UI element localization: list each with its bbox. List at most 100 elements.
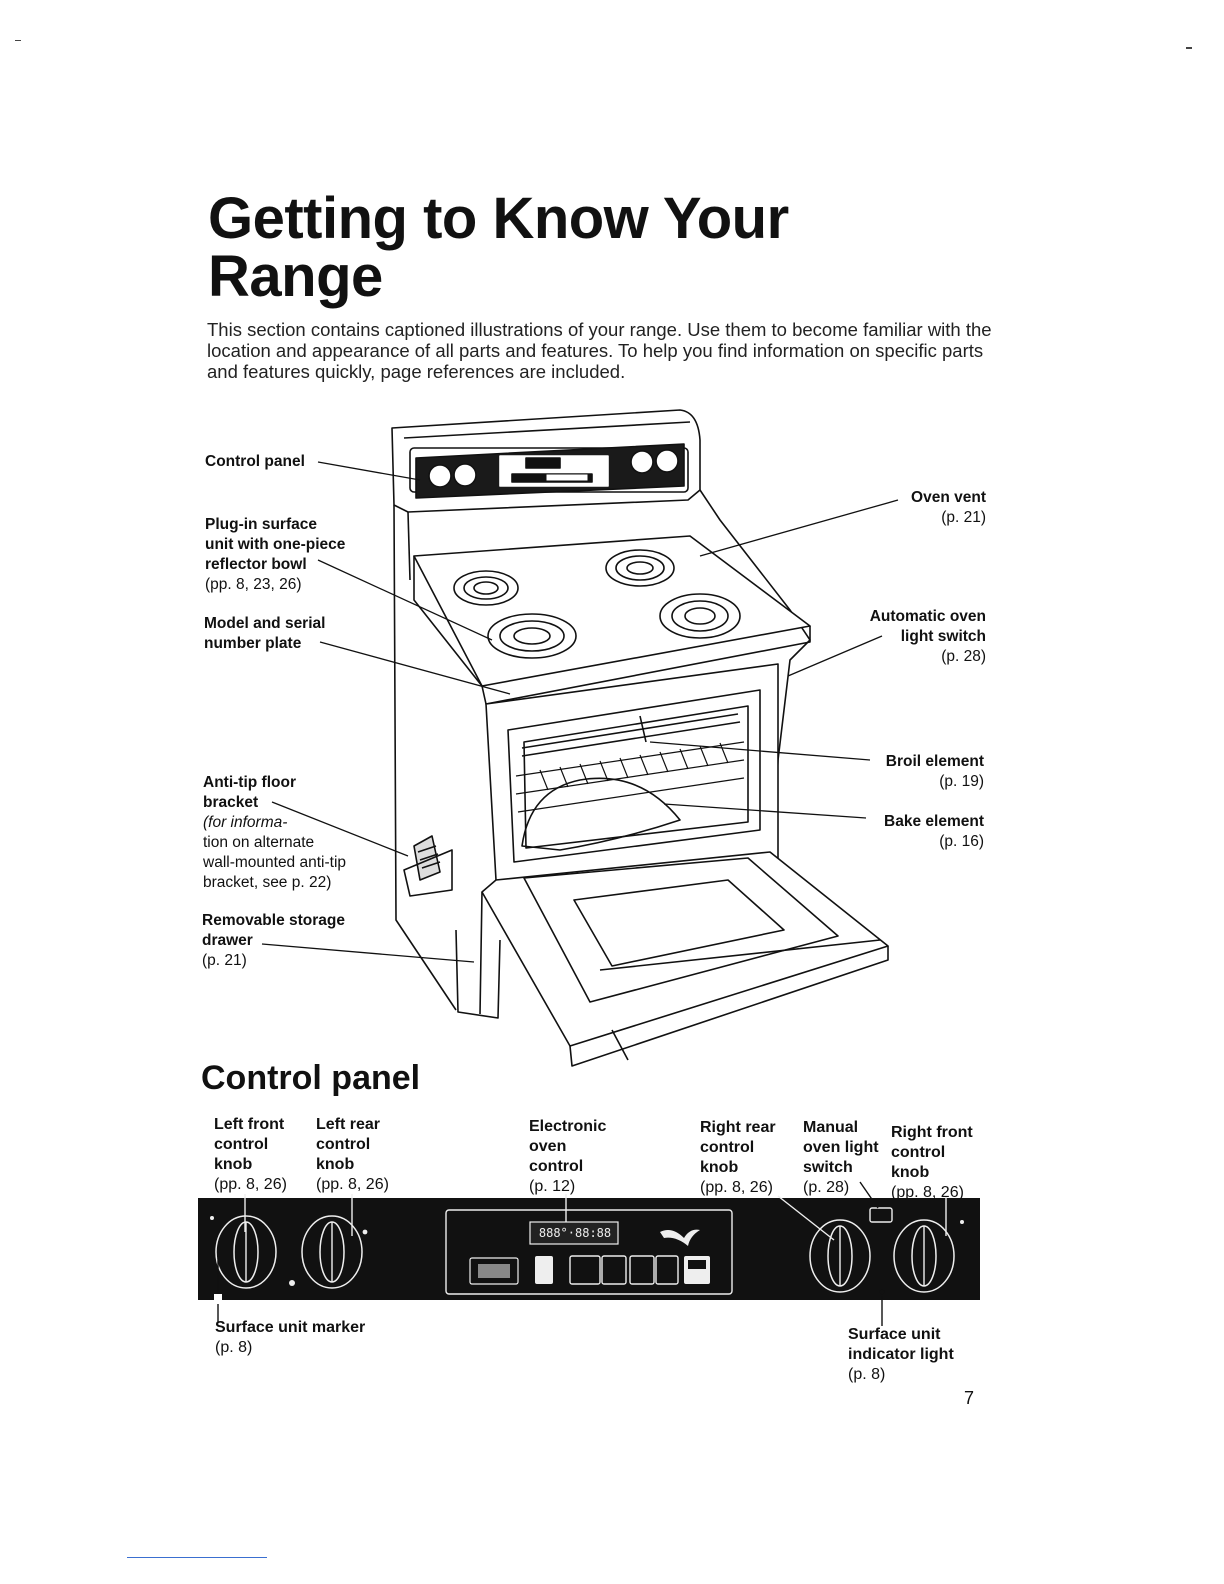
label-manual-ref: (p. 28): [803, 1179, 850, 1196]
broil-element-shape: [521, 713, 741, 757]
backguard-knob-left-front: [428, 464, 452, 488]
label-right-front-l2: control: [891, 1144, 946, 1161]
callout-plugin-line-3: reflector bowl: [205, 556, 307, 573]
label-manual-l2: oven light: [803, 1139, 879, 1156]
knob-left-rear: [301, 1215, 363, 1289]
oven-door: [481, 851, 889, 1047]
callout-oven-light-switch: Automatic oven light switch (p. 28): [820, 607, 986, 667]
knob-right-rear: [809, 1219, 871, 1293]
label-left-front-ref: (pp. 8, 26): [214, 1176, 287, 1193]
knob-left-front: [215, 1215, 277, 1289]
label-right-rear-ref: (pp. 8, 26): [700, 1179, 773, 1196]
scan-mark: [1186, 47, 1192, 49]
callout-light-line-2: light switch: [900, 628, 986, 645]
page-title-line-2: Range: [208, 244, 383, 309]
label-electronic-control: Electronic oven control (p. 12): [529, 1117, 606, 1197]
intro-paragraph: This section contains captioned illustra…: [207, 319, 992, 382]
keypad-pad-2: [569, 1255, 601, 1285]
backguard-knob-left-rear: [453, 463, 477, 487]
label-indicator-ref: (p. 8): [848, 1366, 886, 1383]
callout-light-line-1: Automatic oven: [869, 608, 986, 625]
callout-model-line-1: Model and serial: [204, 615, 326, 632]
keypad-pad-4: [629, 1255, 655, 1285]
leader-broil: [649, 741, 871, 761]
label-right-front-ref: (pp. 8, 26): [891, 1184, 964, 1201]
leader-control-panel: [317, 461, 421, 481]
keypad-pad-3: [601, 1255, 627, 1285]
anti-tip-bracket: [403, 835, 453, 897]
keypad-pad-1: [535, 1256, 553, 1284]
callout-anti-tip-note-1: (for informa-: [203, 814, 288, 831]
callout-anti-tip-note-4: bracket, see p. 22): [203, 874, 332, 891]
label-electronic-l3: control: [529, 1158, 584, 1175]
storage-drawer: [455, 929, 501, 1019]
leader-oven-light: [787, 635, 883, 677]
oven-racks: [515, 741, 745, 813]
bake-element-shape: [521, 777, 681, 851]
label-electronic-l1: Electronic: [529, 1118, 607, 1135]
callout-drawer-line-2: drawer: [202, 932, 253, 949]
label-left-front-knob: Left front control knob (pp. 8, 26): [214, 1115, 287, 1195]
section-heading-control-panel: Control panel: [201, 1059, 421, 1097]
label-right-rear-knob: Right rear control knob (pp. 8, 26): [700, 1118, 776, 1198]
callout-control-panel-name: Control panel: [205, 453, 305, 470]
label-electronic-ref: (p. 12): [529, 1178, 576, 1195]
leader-anti-tip: [271, 801, 409, 857]
callout-drawer-line-1: Removable storage: [202, 912, 345, 929]
surface-unit-left-rear: [453, 570, 519, 606]
callout-bake-name: Bake element: [884, 813, 984, 830]
callout-model-line-2: number plate: [204, 635, 302, 652]
callout-oven-vent-name: Oven vent: [911, 489, 986, 506]
callout-leaders: [261, 461, 899, 963]
display-readout: 888°·88:88: [538, 1226, 612, 1240]
label-manual-light-switch: Manual oven light switch (p. 28): [803, 1118, 879, 1198]
knob-right-front: [893, 1219, 955, 1293]
surface-unit-marker-dot: [289, 1280, 295, 1286]
leader-oven-vent: [699, 499, 899, 557]
callout-light-ref: (p. 28): [941, 648, 986, 665]
oven-cavity: [507, 689, 761, 863]
callout-bake-ref: (p. 16): [939, 833, 984, 850]
callout-storage-drawer: Removable storage drawer (p. 21): [202, 911, 345, 971]
label-right-rear-l1: Right rear: [700, 1119, 776, 1136]
backguard-knob-right-rear: [630, 450, 654, 474]
callout-broil-ref: (p. 19): [939, 773, 984, 790]
callout-oven-vent: Oven vent (p. 21): [820, 488, 986, 528]
label-right-rear-l2: control: [700, 1139, 755, 1156]
page-title-line-1: Getting to Know Your: [208, 186, 789, 251]
keypad-pad-5: [655, 1255, 679, 1285]
label-marker-l1: Surface unit marker: [215, 1319, 366, 1336]
leader-plugin-surface: [317, 559, 493, 641]
callout-anti-tip-note-2: tion on alternate: [203, 834, 315, 851]
callout-broil-name: Broil element: [885, 753, 984, 770]
label-manual-l1: Manual: [803, 1119, 859, 1136]
label-left-rear-l2: control: [316, 1136, 371, 1153]
leader-manual-light: [859, 1181, 879, 1209]
callout-anti-tip-line-1: Anti-tip floor: [203, 774, 296, 791]
control-panel-band: [198, 1198, 980, 1300]
callout-oven-vent-ref: (p. 21): [941, 509, 986, 526]
callout-bake-element: Bake element (p. 16): [820, 812, 984, 852]
leader-storage-drawer: [261, 943, 475, 963]
callout-model-serial-plate: Model and serial number plate: [204, 614, 325, 654]
callout-drawer-ref: (p. 21): [202, 952, 247, 969]
label-right-rear-l3: knob: [700, 1159, 739, 1176]
leader-bake: [663, 803, 867, 819]
label-left-front-l1: Left front: [214, 1116, 285, 1133]
label-surface-unit-marker: Surface unit marker (p. 8): [215, 1318, 365, 1358]
callout-plugin-ref: (pp. 8, 23, 26): [205, 576, 302, 593]
label-left-rear-ref: (pp. 8, 26): [316, 1176, 389, 1193]
callout-control-panel: Control panel: [205, 452, 305, 472]
label-electronic-l2: oven: [529, 1138, 567, 1155]
callout-plugin-surface-unit: Plug-in surface unit with one-piece refl…: [205, 515, 345, 595]
callout-plugin-line-2: unit with one-piece: [205, 536, 346, 553]
label-indicator-l1: Surface unit: [848, 1326, 941, 1343]
label-indicator-l2: indicator light: [848, 1346, 954, 1363]
manual-light-switch: [869, 1207, 893, 1223]
label-right-front-l3: knob: [891, 1164, 930, 1181]
callout-anti-tip-bracket: Anti-tip floor bracket (for informa- tio…: [203, 773, 346, 893]
label-left-front-l2: control: [214, 1136, 269, 1153]
brand-logo: [660, 1229, 700, 1246]
callout-anti-tip-line-2: bracket: [203, 794, 259, 811]
